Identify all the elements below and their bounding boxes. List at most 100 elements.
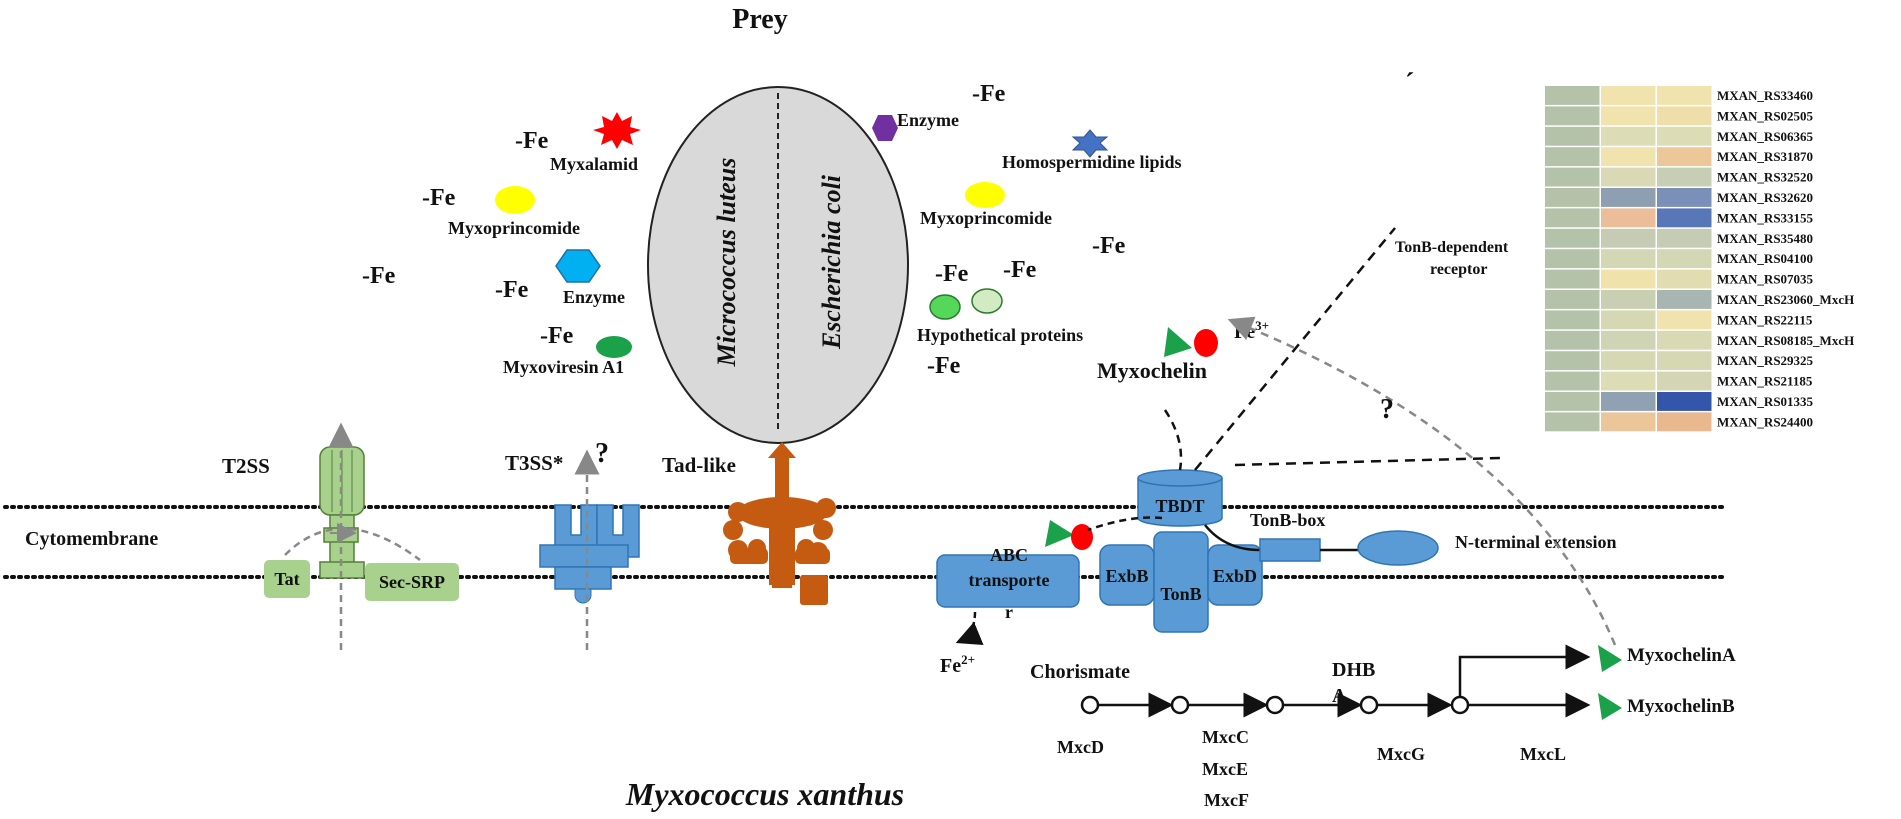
iron-uptake-system: Fe3+ Myxochelin TBDT ExbB TonB ExbD TonB… [936, 68, 1616, 677]
heatmap-cell [1657, 126, 1712, 146]
heatmap-cell [1657, 371, 1712, 391]
heatmap-cell [1545, 310, 1600, 330]
dhba-label-line2: A [1332, 685, 1347, 707]
myxochelin-b-triangle-icon [1598, 693, 1622, 720]
export-question: ? [1380, 394, 1394, 425]
heatmap-gene-label: MXAN_RS02505 [1717, 108, 1814, 123]
heatmap-cell [1601, 228, 1656, 248]
heatmap-gene-label: MXAN_RS35480 [1717, 231, 1813, 246]
homospermidine-label: Homospermidine lipids [1002, 152, 1182, 172]
tbdt-heatmap-connector-2 [1234, 456, 1501, 467]
sec-srp-box [365, 563, 459, 601]
heatmap-cell [1601, 106, 1656, 126]
myxalamid-label: Myxalamid [550, 154, 638, 174]
t3ss-label: T3SS* [505, 451, 563, 475]
heatmap-cell [1601, 188, 1656, 207]
heatmap-gene-label: MXAN_RS06365 [1717, 129, 1814, 144]
myxoprincomide-right-blob-icon [965, 182, 1005, 208]
heatmap-cell [1657, 351, 1712, 371]
heatmap-cell [1601, 412, 1656, 432]
hypothetical-protein-1-icon [929, 294, 961, 320]
fe-label-8: -Fe [935, 261, 969, 287]
abc-fe-ball-icon [1071, 524, 1093, 550]
heatmap-cell [1657, 392, 1712, 411]
heatmap-gene-label: MXAN_RS21185 [1717, 374, 1813, 389]
fe-label-1: -Fe [515, 128, 549, 154]
exbd-label: ExbD [1213, 566, 1257, 586]
myxochelin-pathway: Chorismate DHB A MyxochelinA MyxochelinB… [1030, 644, 1736, 810]
heatmap-cell [1601, 249, 1656, 269]
homospermidine-star-icon [1071, 129, 1109, 158]
mxcl-label: MxcL [1520, 744, 1566, 764]
myxoprincomide-left-label: Myxoprincomide [448, 218, 580, 238]
myxochelin-triangle-icon [1164, 327, 1192, 357]
heatmap-cell [1657, 249, 1712, 269]
t2ss-system: T2SS Tat Sec-SRP [222, 422, 459, 650]
pathway-node-chorismate [1080, 695, 1100, 715]
heatmap-cell [1657, 86, 1712, 105]
heatmap-cell [1657, 412, 1712, 432]
heatmap-gene-label: MXAN_RS22115 [1717, 312, 1813, 327]
enzyme-right-hexagon-icon [872, 115, 898, 141]
pathway-node-3 [1265, 695, 1285, 715]
escherichia-label: Escherichia coli [817, 174, 846, 350]
heatmap-cell [1657, 167, 1712, 187]
hypothetical-label: Hypothetical proteins [917, 325, 1083, 345]
heatmap-cell [1545, 208, 1600, 228]
heatmap-gene-label: MXAN_RS29325 [1717, 353, 1814, 368]
myxalamid-star-icon [593, 112, 641, 149]
fe-label-5: -Fe [540, 323, 574, 349]
tbdt-label: TBDT [1155, 496, 1204, 516]
fe-label-4: -Fe [495, 277, 529, 303]
enzyme-left-label: Enzyme [563, 287, 625, 307]
heatmap-cell [1545, 167, 1600, 187]
heatmap-cell [1657, 228, 1712, 248]
mxcg-label: MxcG [1377, 744, 1425, 764]
myxoviresin-label: Myxoviresin A1 [503, 357, 624, 377]
heatmap-cell [1657, 330, 1712, 350]
chorismate-label: Chorismate [1030, 661, 1130, 683]
abc-myxochelin-triangle-icon [1045, 520, 1074, 547]
myxochelin-a-triangle-icon [1598, 645, 1622, 672]
abc-transporter-box [936, 554, 1080, 608]
myxochelin-label: Myxochelin [1097, 358, 1207, 383]
heatmap-cell [1545, 147, 1600, 167]
cytomembrane-label: Cytomembrane [25, 528, 158, 550]
abc-to-fe2-arrow [955, 611, 984, 645]
fe-label-3: -Fe [362, 263, 396, 289]
stray-tick: ˊ [1405, 68, 1414, 99]
heatmap-cell [1545, 86, 1600, 105]
heatmap-cell [1545, 412, 1600, 432]
tonb-box [1153, 531, 1209, 633]
tbdt-barrel [1137, 478, 1223, 527]
heatmap-cell [1601, 392, 1656, 411]
t3ss-system: T3SS* ? [505, 438, 640, 650]
n-terminal-extension-domain [1357, 530, 1439, 566]
pathway-node-branch [1450, 695, 1470, 715]
exbb-label: ExbB [1105, 566, 1148, 586]
tonb-box-domain [1259, 538, 1321, 562]
heatmap-cell [1545, 290, 1600, 309]
fe3-label: Fe3+ [1234, 318, 1269, 343]
myxochelin-a-label: MyxochelinA [1627, 645, 1736, 666]
heatmap-cell [1545, 228, 1600, 248]
sec-srp-label: Sec-SRP [379, 572, 445, 592]
heatmap-gene-label: MXAN_RS32620 [1717, 190, 1813, 205]
heatmap-gene-label: MXAN_RS33460 [1717, 88, 1813, 103]
prey-title: Prey [732, 4, 787, 35]
heatmap-cell [1657, 147, 1712, 167]
prey-cell: Micrococcus luteus Escherichia coli [647, 86, 909, 444]
heatmap-cell [1657, 106, 1712, 126]
heatmap-cell [1601, 167, 1656, 187]
heatmap-cell [1657, 269, 1712, 289]
tbdt-heatmap-connector-1 [1194, 227, 1396, 471]
myxoviresin-blob-icon [596, 336, 632, 358]
heatmap-cell [1601, 330, 1656, 350]
n-terminal-label: N-terminal extension [1455, 532, 1616, 552]
heatmap-gene-label: MXAN_RS24400 [1717, 414, 1813, 429]
heatmap-cell [1545, 126, 1600, 146]
mxcc-label: MxcC [1202, 727, 1249, 747]
myxochelin-b-label: MyxochelinB [1627, 696, 1735, 717]
hypothetical-protein-2-icon [971, 288, 1003, 314]
